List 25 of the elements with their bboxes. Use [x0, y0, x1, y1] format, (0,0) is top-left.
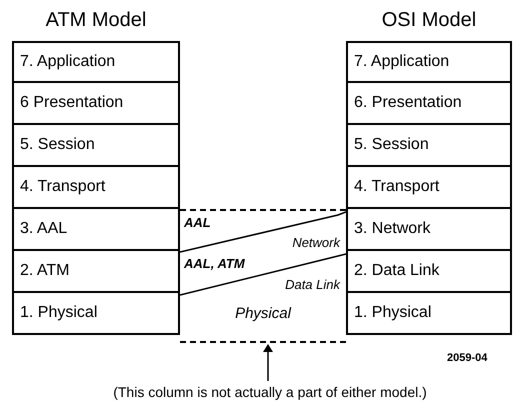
layer-label: Physical — [234, 304, 292, 324]
model-heading: ATM Model — [44, 8, 148, 33]
caption-text: (This column is not actually a part of either model.) — [40, 383, 500, 401]
layer-box: 4. Transport — [346, 165, 512, 209]
layer-label: Network — [292, 234, 340, 252]
layer-box: 2. ATM — [12, 249, 180, 293]
layer-box: 5. Session — [346, 123, 512, 167]
layer-box: 3. AAL — [12, 207, 180, 251]
layer-box: 6. Presentation — [346, 81, 512, 125]
layer-box: 5. Session — [12, 123, 180, 167]
dashed-column — [180, 209, 346, 343]
layer-box: 1. Physical — [12, 291, 180, 335]
figure-number: 2059-04 — [447, 351, 488, 366]
layer-box: 2. Data Link — [346, 249, 512, 293]
arrow — [263, 344, 273, 381]
layer-label: AAL, ATM — [184, 255, 245, 273]
layer-box: 7. Application — [12, 41, 180, 83]
layer-box: 3. Network — [346, 207, 512, 251]
layer-box: 6 Presentation — [12, 81, 180, 125]
layer-box: 7. Application — [346, 41, 512, 83]
layer-box: 4. Transport — [12, 165, 180, 209]
layer-box: 1. Physical — [346, 291, 512, 335]
layer-label: Data Link — [285, 276, 340, 294]
model-heading: OSI Model — [380, 8, 478, 33]
layer-label: AAL — [184, 214, 211, 232]
